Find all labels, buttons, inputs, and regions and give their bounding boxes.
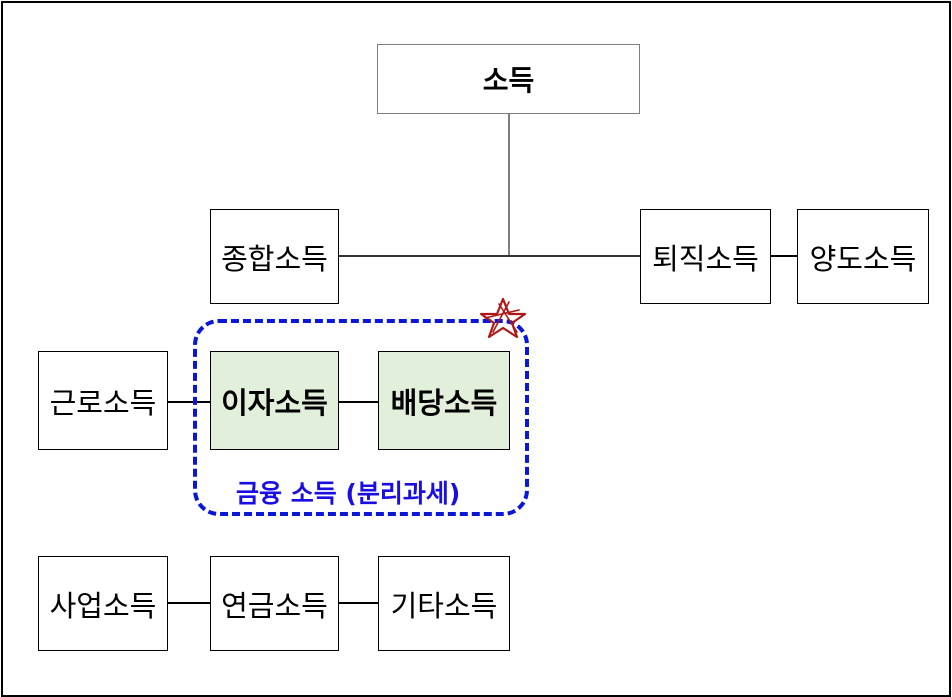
other-income-node: 기타소득: [378, 556, 510, 651]
income-root-node: 소득: [377, 44, 640, 114]
dividend-income-node: 배당소득: [378, 351, 510, 450]
business-income-node: 사업소득: [38, 556, 168, 651]
financial-income-caption: 금융 소득 (분리과세): [236, 479, 461, 508]
interest-dividend-line: [338, 401, 378, 403]
earned-interest-line: [167, 401, 210, 403]
pension-other-line: [338, 602, 378, 604]
interest-income-node: 이자소득: [210, 351, 339, 450]
root-connector: [508, 114, 510, 256]
business-pension-line: [167, 602, 210, 604]
retirement-transfer-line: [770, 255, 797, 257]
earned-income-node: 근로소득: [38, 351, 168, 450]
star-icon: [479, 297, 527, 339]
pension-income-node: 연금소득: [210, 556, 339, 651]
financial-income-group: [193, 319, 529, 516]
retirement-income-node: 퇴직소득: [640, 209, 771, 304]
transfer-income-node: 양도소득: [797, 209, 929, 304]
top-branch-line: [338, 255, 640, 257]
comprehensive-income-node: 종합소득: [210, 209, 339, 304]
